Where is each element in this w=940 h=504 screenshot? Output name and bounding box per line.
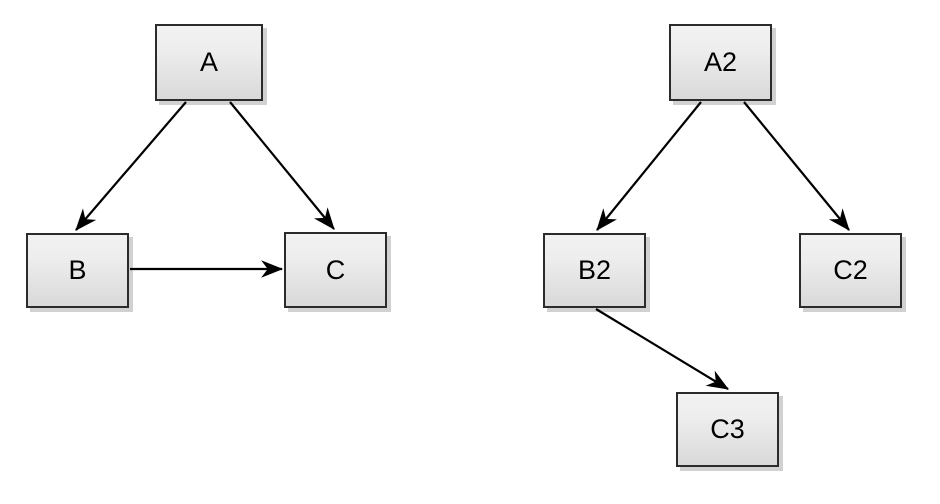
edge-a-to-b [75, 101, 187, 231]
node-label: A2 [703, 47, 738, 77]
node-b2[interactable]: B2 [543, 233, 646, 308]
node-label: C3 [710, 414, 745, 444]
node-b[interactable]: B [26, 233, 129, 308]
edge-b2-to-c3 [595, 308, 729, 390]
node-label: B2 [577, 255, 612, 285]
node-a2[interactable]: A2 [669, 24, 772, 101]
node-c2[interactable]: C2 [799, 233, 902, 308]
edge-a-to-c [229, 101, 335, 230]
node-label: A [199, 47, 218, 77]
node-label: C2 [833, 255, 868, 285]
edge-a2-to-b2 [596, 101, 702, 231]
node-c3[interactable]: C3 [676, 392, 779, 467]
edge-a2-to-c2 [743, 101, 850, 231]
node-a[interactable]: A [155, 24, 263, 101]
node-label: C [325, 254, 346, 285]
node-label: B [68, 255, 87, 285]
node-c[interactable]: C [284, 232, 387, 308]
